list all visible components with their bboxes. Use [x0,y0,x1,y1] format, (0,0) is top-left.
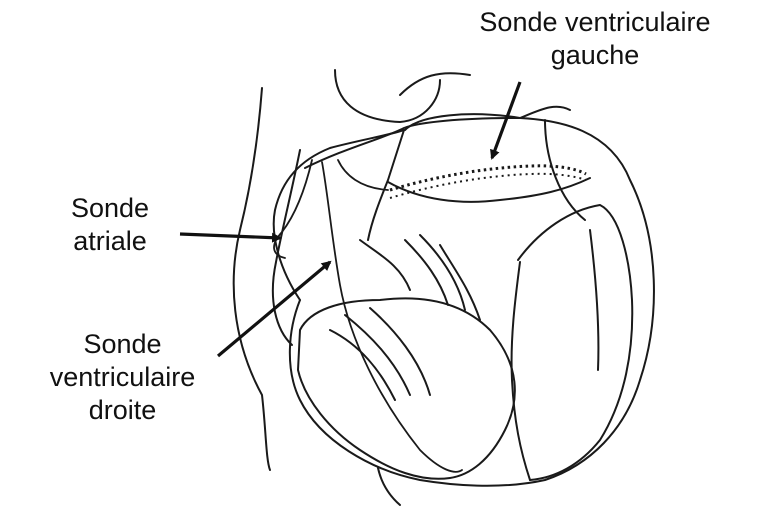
coronary-vessel-1 [545,120,585,220]
arrow-lv-lead [492,82,520,158]
label-right-ventricular-lead: Sonde ventriculaire droite [20,328,225,427]
papillary-2 [345,315,410,395]
papillary-4 [405,240,448,305]
label-line: Sonde ventriculaire [440,6,750,39]
left-ventricle-wall [518,205,632,480]
label-line: Sonde [20,328,225,361]
label-atrial-lead: Sonde atriale [40,192,180,258]
septum [388,178,590,202]
lead-wire-rv [322,162,462,472]
papillary-3 [370,308,430,395]
vena-cava-outline [234,88,270,470]
label-line: droite [20,394,225,427]
aorta-back [400,73,470,95]
lead-wire-lv [338,160,388,190]
label-line: Sonde [40,192,180,225]
arrow-atrial-lead [180,234,280,238]
label-left-ventricular-lead: Sonde ventriculaire gauche [440,6,750,72]
label-line: ventriculaire [20,361,225,394]
valve-leaflet-1 [360,240,410,290]
papillary-1 [330,330,395,400]
label-line: atriale [40,225,180,258]
coronary-vessel-2 [590,230,598,370]
left-ventricle-inner [512,262,530,480]
label-line: gauche [440,39,750,72]
